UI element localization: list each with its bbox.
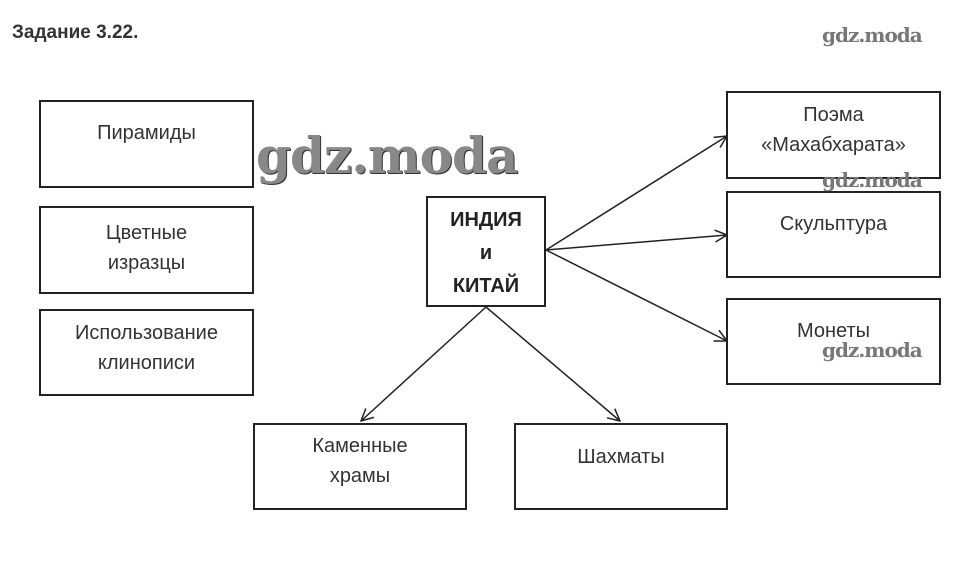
box-pyramids: Пирамиды <box>39 100 254 188</box>
center-text: КИТАЙ <box>452 275 520 297</box>
box-stone-temples: Каменные храмы <box>253 423 467 510</box>
box-text: Монеты <box>796 320 871 342</box>
box-cuneiform: Использование клинописи <box>39 309 254 396</box>
box-chess: Шахматы <box>514 423 728 510</box>
box-text: храмы <box>329 465 391 487</box>
box-text: Каменные <box>312 435 408 457</box>
box-text: Скульптура <box>779 213 888 235</box>
task-title: Задание 3.22. <box>12 22 139 43</box>
box-text: Цветные <box>105 222 188 244</box>
center-text: ИНДИЯ <box>450 209 522 231</box>
box-mahabharata: Поэма «Махабхарата» <box>726 91 941 179</box>
center-text: и <box>479 242 493 264</box>
watermark: gdz.moda <box>822 168 923 192</box>
arrow-to-poem <box>545 136 727 251</box>
watermark: gdz.moda <box>822 338 923 362</box>
box-colored-tiles: Цветные изразцы <box>39 206 254 294</box>
box-sculpture: Скульптура <box>726 191 941 278</box>
box-text: Использование <box>75 322 218 344</box>
arrow-to-sculpture <box>545 235 727 251</box>
box-text: Шахматы <box>577 446 665 468</box>
arrow-to-coins <box>545 249 727 341</box>
box-text: «Махабхарата» <box>761 134 906 156</box>
box-text: Поэма <box>803 104 864 126</box>
box-text: Пирамиды <box>97 122 196 144</box>
watermark: gdz.moda <box>822 23 923 47</box>
box-text: изразцы <box>107 252 186 274</box>
arrow-to-chess <box>485 306 620 421</box>
box-text: клинописи <box>97 352 196 374</box>
box-coins: Монеты <box>726 298 941 385</box>
watermark: gdz.moda <box>256 126 518 185</box>
box-india-china: ИНДИЯ и КИТАЙ <box>426 196 546 307</box>
arrow-to-temples <box>361 306 487 421</box>
